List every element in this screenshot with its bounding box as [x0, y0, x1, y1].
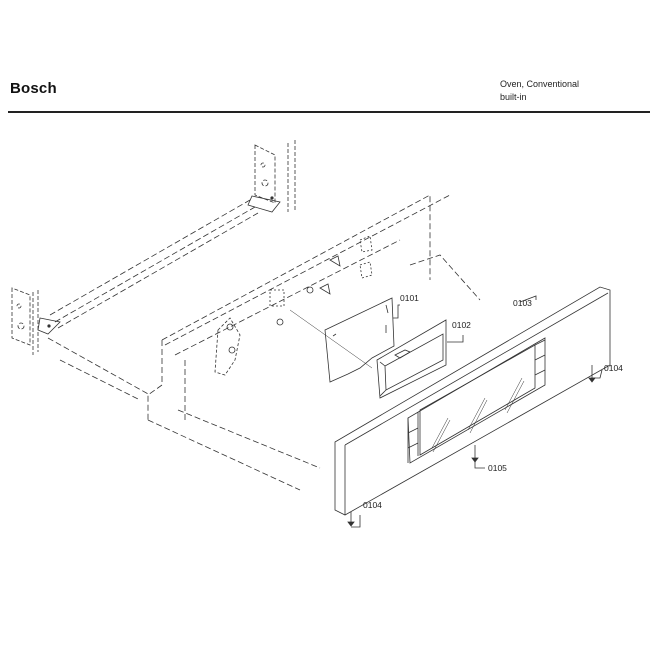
screw-0104-left-icon	[347, 512, 355, 527]
right-mounting-bracket	[254, 140, 296, 212]
callout-0103: 0103	[513, 298, 532, 308]
frame-hinge-plate	[214, 235, 373, 376]
part-0103-control-panel	[334, 286, 611, 516]
product-category: Oven, Conventional built-in	[500, 78, 579, 104]
header-divider	[8, 111, 650, 113]
product-line-1: Oven, Conventional	[500, 79, 580, 89]
product-line-2: built-in	[500, 92, 527, 102]
callout-0101: 0101	[400, 293, 419, 303]
oven-frame	[47, 194, 481, 491]
callout-0102: 0102	[452, 320, 471, 330]
callout-0104-left: 0104	[363, 500, 382, 510]
callout-0104-right: 0104	[604, 363, 623, 373]
callout-0105: 0105	[488, 463, 507, 473]
part-0102-display-module	[376, 319, 447, 399]
brand-title: Bosch	[10, 80, 57, 97]
rear-rail	[49, 199, 259, 329]
part-0101-control-board	[289, 297, 395, 383]
screw-0105-icon	[471, 445, 479, 463]
left-mounting-bracket	[11, 287, 39, 355]
